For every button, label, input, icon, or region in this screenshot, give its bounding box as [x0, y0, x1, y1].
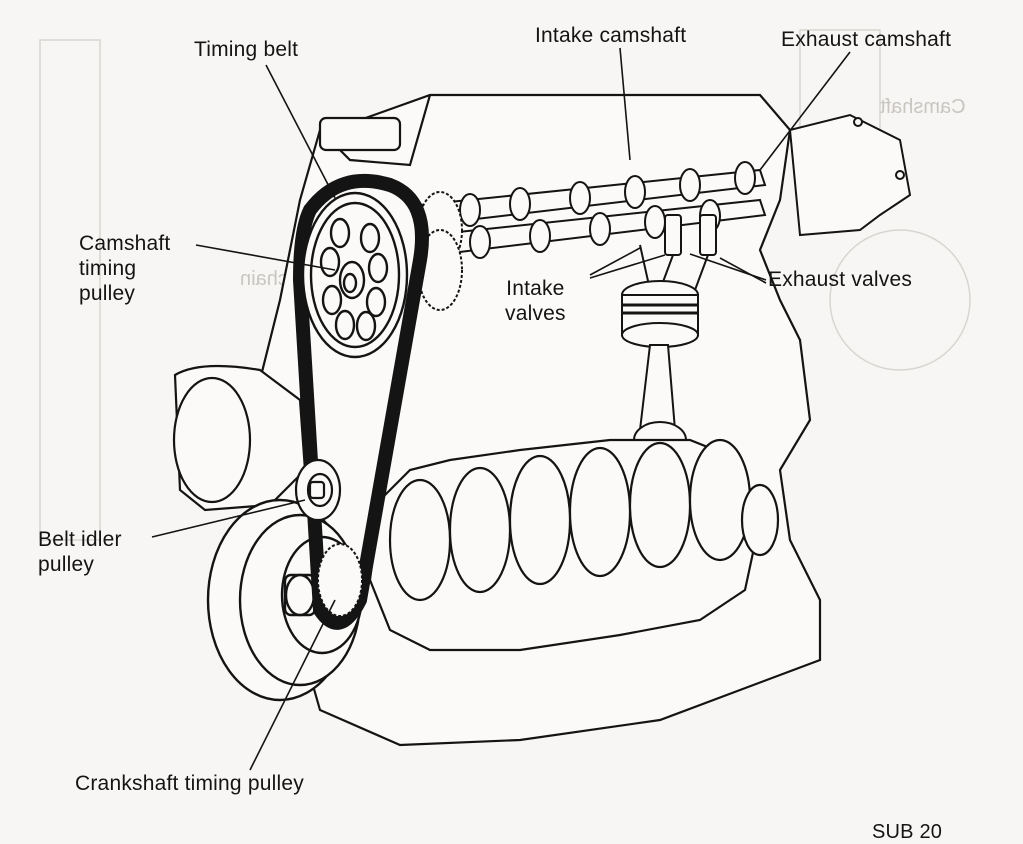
- leader-intake-camshaft: [619, 47, 631, 161]
- label-belt-idler-pulley: Belt idler pulley: [38, 527, 122, 577]
- label-idler-line-1: Belt idler: [38, 528, 122, 551]
- leader-exhaust-camshaft: [759, 51, 851, 171]
- label-exhaust-camshaft: Exhaust camshaft: [781, 28, 952, 51]
- camshafts: [418, 161, 767, 259]
- leader-camshaft-pulley: [195, 244, 336, 271]
- cam-cover: [788, 113, 912, 237]
- leader-exhaust-valves-2: [719, 257, 767, 284]
- label-intake-valves: Intake valves: [505, 276, 566, 326]
- label-intake-valves-line-2: valves: [505, 302, 566, 325]
- leader-idler-pulley: [151, 499, 306, 538]
- valve-train: [621, 214, 717, 459]
- label-idler-line-2: pulley: [38, 553, 95, 576]
- label-exhaust-valves: Exhaust valves: [768, 268, 913, 291]
- cam-lobes: [459, 161, 756, 259]
- label-camshaft-timing-pulley: Camshaft timing pulley: [79, 231, 170, 306]
- camshaft-pulley-art: [301, 191, 409, 359]
- label-intake-valves-line-1: Intake: [506, 277, 565, 300]
- leader-crank-pulley: [249, 599, 336, 771]
- figure-code: SUB 20: [872, 821, 943, 843]
- crank-pulley-art: [317, 543, 363, 617]
- label-timing-belt: Timing belt: [194, 38, 299, 61]
- label-crankshaft-timing-pulley: Crankshaft timing pulley: [75, 772, 304, 795]
- label-camshaft-line-2: timing: [79, 257, 137, 280]
- leader-intake-valves-2: [589, 254, 666, 279]
- label-camshaft-line-1: Camshaft: [79, 232, 171, 255]
- idler-pulley-art: [294, 458, 342, 522]
- leader-intake-valves-1: [589, 247, 641, 276]
- cam-gears: [417, 191, 463, 311]
- label-camshaft-line-3: pulley: [79, 282, 136, 305]
- label-intake-camshaft: Intake camshaft: [535, 24, 687, 47]
- timing-belt-art: [292, 173, 429, 630]
- crankshaft: [368, 438, 780, 652]
- leader-timing-belt: [265, 64, 336, 199]
- leader-lines: [151, 47, 851, 771]
